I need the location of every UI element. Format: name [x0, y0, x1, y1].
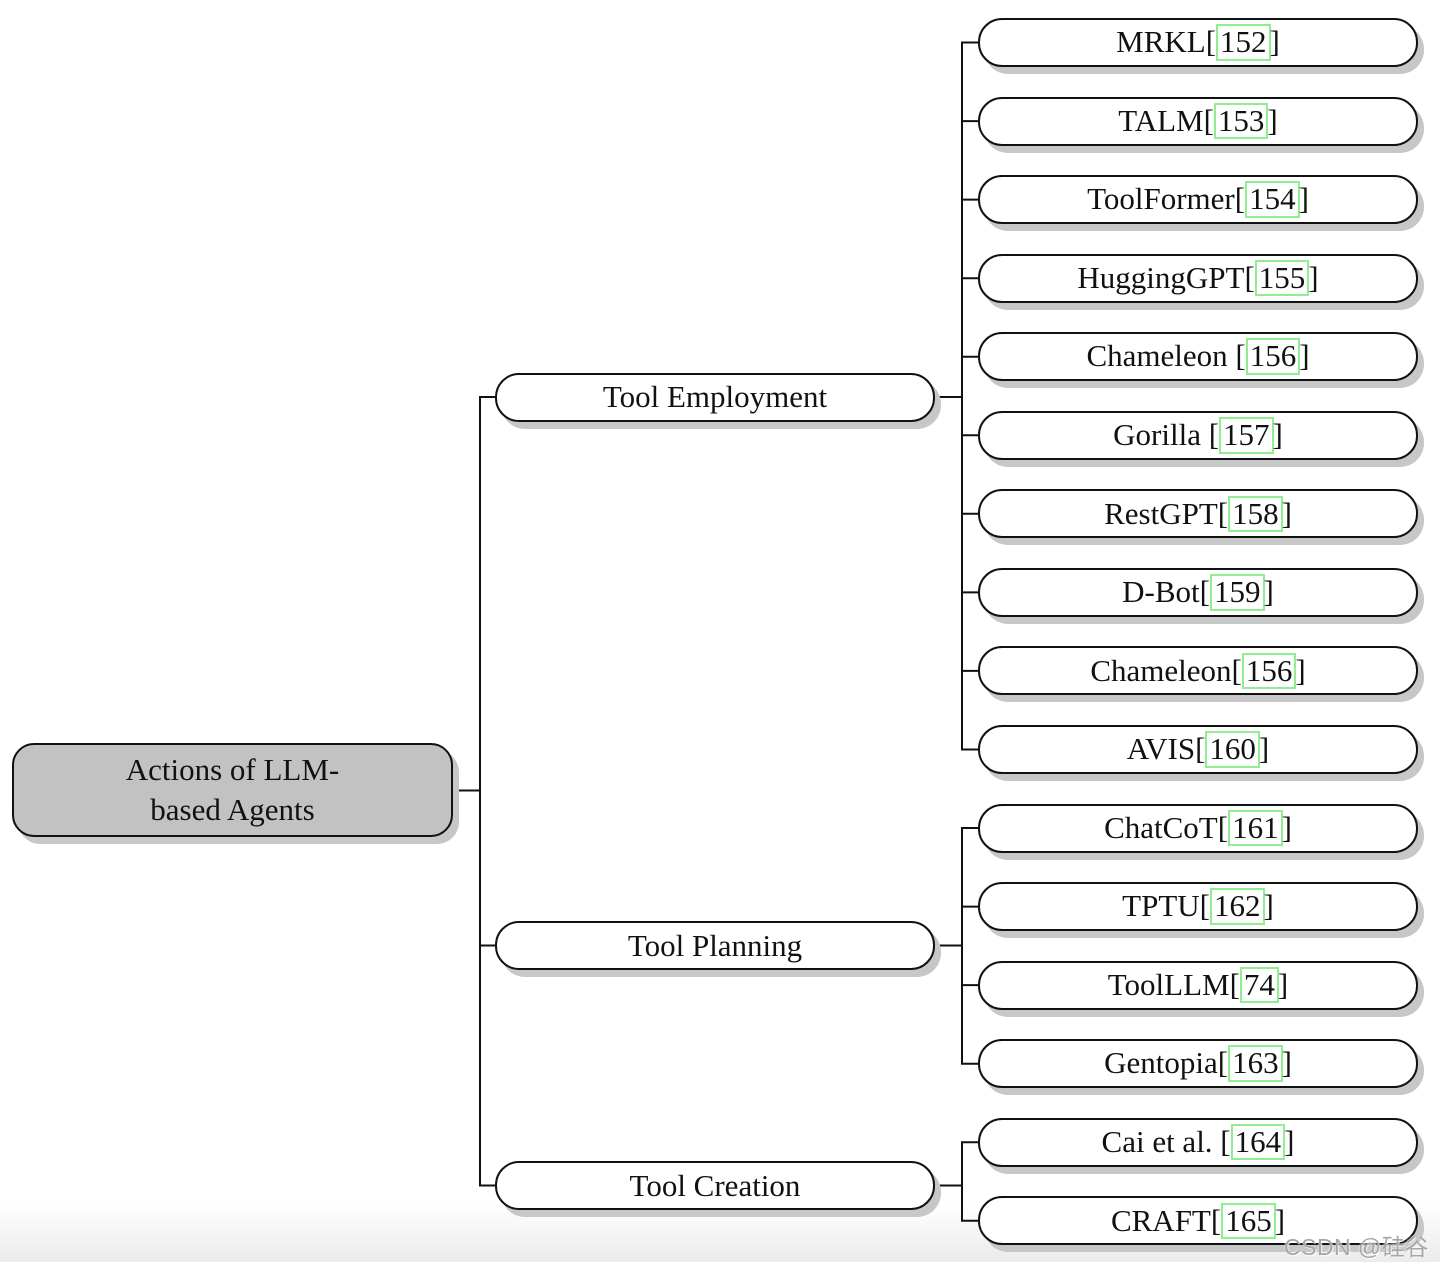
label-post: ] [1308, 259, 1319, 295]
citation-link[interactable]: 74 [1239, 966, 1279, 1004]
citation-link[interactable]: 158 [1228, 495, 1283, 533]
label-pre: MRKL[ [1116, 24, 1217, 60]
leaf-gentopia: Gentopia[163] [978, 1039, 1418, 1089]
node-label: HuggingGPT[155] [1077, 259, 1319, 297]
connector-tool-creation-children [935, 1141, 978, 1222]
label-pre: D-Bot[ [1122, 574, 1210, 610]
leaf-avis: AVIS[160] [978, 725, 1418, 774]
leaf-chatcot: ChatCoT[161] [978, 803, 1418, 853]
label-pre: Cai et al. [ [1101, 1123, 1231, 1159]
leaf-toolllm: ToolLLM[74] [978, 960, 1418, 1010]
branch-label: Tool Employment [602, 379, 828, 414]
label-post: ] [1298, 181, 1309, 217]
label-pre: ToolFormer[ [1087, 181, 1246, 217]
branch-label: Tool Creation [629, 1167, 801, 1203]
connector-tool-employment-children [935, 41, 978, 751]
node-label: ToolLLM[74] [1107, 966, 1289, 1004]
citation-link[interactable]: 156 [1245, 338, 1301, 375]
leaf-chameleon-1: Chameleon [156] [978, 332, 1418, 382]
node-label: AVIS[160] [1126, 731, 1270, 768]
label-pre: ChatCoT[ [1104, 809, 1229, 845]
leaf-gorilla: Gorilla [157] [978, 410, 1418, 460]
leaf-chameleon-2: Chameleon[156] [978, 646, 1418, 696]
citation-link[interactable]: 165 [1221, 1202, 1276, 1240]
citation-link[interactable]: 154 [1245, 181, 1300, 218]
node-label: TPTU[162] [1122, 888, 1274, 925]
label-pre: Gorilla [ [1113, 417, 1220, 453]
label-post: ] [1295, 652, 1306, 688]
citation-link[interactable]: 159 [1210, 574, 1265, 611]
node-label: TALM[153] [1118, 102, 1278, 140]
leaf-craft: CRAFT[165] [978, 1196, 1418, 1246]
node-label: Chameleon [156] [1086, 338, 1310, 375]
label-post: ] [1258, 731, 1270, 767]
node-label: RestGPT[158] [1104, 495, 1292, 533]
leaf-tptu: TPTU[162] [978, 882, 1418, 932]
branch-tool-creation: Tool Creation [495, 1161, 935, 1210]
label-post: ] [1267, 102, 1278, 138]
root-label-line1: Actions of LLM- [125, 752, 340, 787]
node-label: Gorilla [157] [1113, 417, 1283, 454]
label-post: ] [1263, 574, 1274, 610]
leaf-mrkl: MRKL[152] [978, 18, 1418, 67]
node-label: CRAFT[165] [1110, 1202, 1286, 1240]
leaf-d-bot: D-Bot[159] [978, 567, 1418, 617]
label-pre: CRAFT[ [1110, 1202, 1222, 1238]
label-post: ] [1299, 338, 1310, 374]
label-pre: RestGPT[ [1104, 495, 1229, 531]
root-label-line2: based Agents [150, 792, 315, 827]
label-post: ] [1274, 1202, 1286, 1238]
node-label: Gentopia[163] [1104, 1045, 1292, 1082]
leaf-cai-et-al: Cai et al. [164] [978, 1117, 1418, 1167]
node-label: Chameleon[156] [1090, 652, 1306, 690]
node-label: ChatCoT[161] [1104, 809, 1292, 847]
connector-tool-planning-children [935, 827, 978, 1065]
citation-link[interactable]: 152 [1216, 24, 1271, 61]
label-pre: AVIS[ [1126, 731, 1206, 767]
citation-link[interactable]: 161 [1228, 809, 1283, 847]
label-pre: TALM[ [1118, 102, 1214, 138]
label-post: ] [1263, 888, 1274, 924]
label-post: ] [1281, 1045, 1292, 1081]
label-pre: Chameleon [ [1086, 338, 1246, 374]
node-label: ToolFormer[154] [1087, 181, 1309, 218]
connector-root-to-branches [453, 396, 495, 1187]
leaf-hugginggpt: HuggingGPT[155] [978, 253, 1418, 303]
leaf-restgpt: RestGPT[158] [978, 489, 1418, 539]
node-label: Cai et al. [164] [1101, 1123, 1295, 1161]
node-label: D-Bot[159] [1122, 574, 1274, 611]
label-post: ] [1281, 495, 1292, 531]
citation-link[interactable]: 157 [1219, 417, 1274, 454]
citation-link[interactable]: 164 [1230, 1123, 1286, 1161]
label-post: ] [1277, 966, 1289, 1002]
label-pre: TPTU[ [1122, 888, 1210, 924]
branch-tool-employment: Tool Employment [495, 372, 935, 422]
label-pre: HuggingGPT[ [1077, 259, 1255, 295]
node-label: MRKL[152] [1116, 24, 1280, 61]
citation-link[interactable]: 162 [1210, 888, 1265, 925]
root-node: Actions of LLM- based Agents [12, 743, 453, 837]
leaf-toolformer: ToolFormer[154] [978, 175, 1418, 225]
label-pre: ToolLLM[ [1107, 966, 1240, 1002]
citation-link[interactable]: 155 [1254, 259, 1310, 297]
label-post: ] [1281, 809, 1292, 845]
label-post: ] [1284, 1123, 1295, 1159]
citation-link[interactable]: 160 [1205, 731, 1260, 768]
label-pre: Chameleon[ [1090, 652, 1242, 688]
branch-label: Tool Planning [627, 927, 803, 963]
citation-link[interactable]: 156 [1241, 652, 1297, 690]
label-post: ] [1269, 24, 1280, 60]
citation-link[interactable]: 153 [1213, 102, 1269, 140]
citation-link[interactable]: 163 [1228, 1045, 1283, 1082]
leaf-talm: TALM[153] [978, 96, 1418, 146]
branch-tool-planning: Tool Planning [495, 921, 935, 970]
label-post: ] [1272, 417, 1283, 453]
label-pre: Gentopia[ [1104, 1045, 1229, 1081]
